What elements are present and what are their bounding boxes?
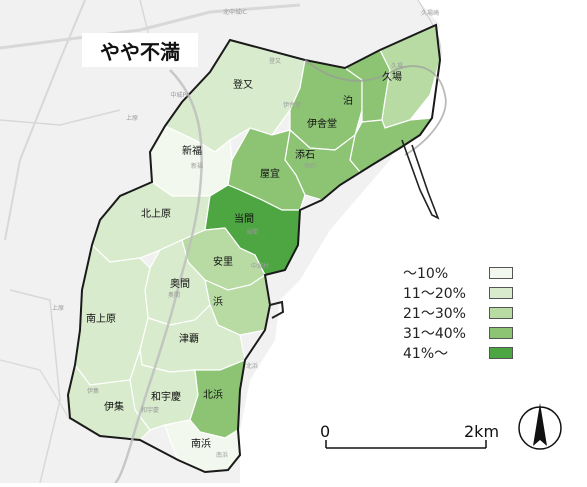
base-map-label: 中城村	[251, 262, 269, 270]
legend-label: 41%～	[403, 346, 449, 362]
village-boundary	[66, 23, 442, 474]
coastal-road	[304, 59, 447, 156]
district-label: 奥間	[170, 277, 190, 290]
base-map-label: 登又	[269, 57, 281, 65]
sea	[300, 0, 587, 483]
legend-row: 41%～	[403, 343, 513, 363]
district-label: 南上原	[86, 312, 116, 325]
base-map-label: 新福	[191, 162, 203, 170]
legend-label: 31～40%	[403, 326, 466, 342]
base-map-label: 久場崎	[421, 9, 439, 17]
legend-swatch	[489, 287, 513, 299]
district-label: 南浜	[191, 437, 211, 450]
district-label: 北上原	[141, 208, 171, 220]
district-labels: 登又新福伊舎堂泊久場添石屋宜北上原当間安里奥間南上原浜津覇和宇慶伊集北浜南浜	[86, 70, 402, 450]
district-label: 新福	[182, 144, 202, 157]
district-label: 登又	[233, 78, 253, 91]
scale-end-label: 2km	[464, 422, 500, 441]
base-map-label: 中城PA	[170, 91, 190, 99]
district-label: 浜	[213, 296, 223, 308]
district-label: 津覇	[179, 333, 199, 345]
scale-start-label: 0	[320, 422, 331, 441]
base-map-label: 上原	[126, 114, 138, 122]
coast-hook	[269, 300, 285, 319]
base-map-labels: 北中城IC中城PA上原伊舎堂中城村北浜南浜和宇慶奥間当間添石新福久場登又伊集上原…	[52, 8, 439, 459]
legend: ～10% 11～20% 21～30% 31～40% 41%～	[403, 263, 513, 363]
base-map-label: 和宇慶	[141, 406, 159, 414]
legend-swatch	[489, 347, 513, 359]
legend-label: ～10%	[403, 266, 449, 282]
base-map-label: 北中城IC	[223, 8, 247, 16]
legend-swatch	[489, 327, 513, 339]
legend-row: 21～30%	[403, 303, 513, 323]
base-map-label: 上原	[52, 304, 64, 312]
base-map-label: 奥間	[168, 291, 180, 299]
district-label: 安里	[213, 255, 233, 268]
district-layer	[67, 24, 441, 473]
map-title: やや不満	[82, 33, 198, 67]
base-map-label: 南浜	[216, 451, 228, 459]
legend-row: ～10%	[403, 263, 513, 283]
legend-swatch	[489, 307, 513, 319]
district-label: 当間	[234, 212, 254, 225]
pier	[401, 139, 440, 220]
base-map-label: 伊集	[87, 387, 99, 395]
district-label: 屋宜	[260, 167, 280, 180]
base-roads	[0, 0, 301, 484]
base-map-label: 添石	[304, 162, 316, 170]
district-label: 伊集	[104, 400, 124, 413]
legend-row: 11～20%	[403, 283, 513, 303]
district-label: 泊	[343, 95, 353, 107]
district-label: 久場	[382, 70, 402, 83]
legend-label: 21～30%	[403, 306, 466, 322]
base-map-label: 伊舎堂	[283, 101, 301, 109]
base-map-label: 北浜	[246, 362, 258, 370]
expressway	[114, 69, 203, 485]
base-map-label: 当間	[246, 228, 258, 236]
legend-label: 11～20%	[403, 286, 466, 302]
scale-bar	[325, 440, 487, 449]
district-label: 添石	[295, 148, 315, 161]
legend-swatch	[489, 267, 513, 279]
base-map-label: 久場	[391, 62, 403, 70]
district-label: 伊舎堂	[307, 118, 337, 130]
north-arrow-icon	[518, 403, 562, 450]
legend-row: 31～40%	[403, 323, 513, 343]
district-label: 和宇慶	[151, 390, 181, 403]
district-label: 北浜	[203, 389, 223, 401]
